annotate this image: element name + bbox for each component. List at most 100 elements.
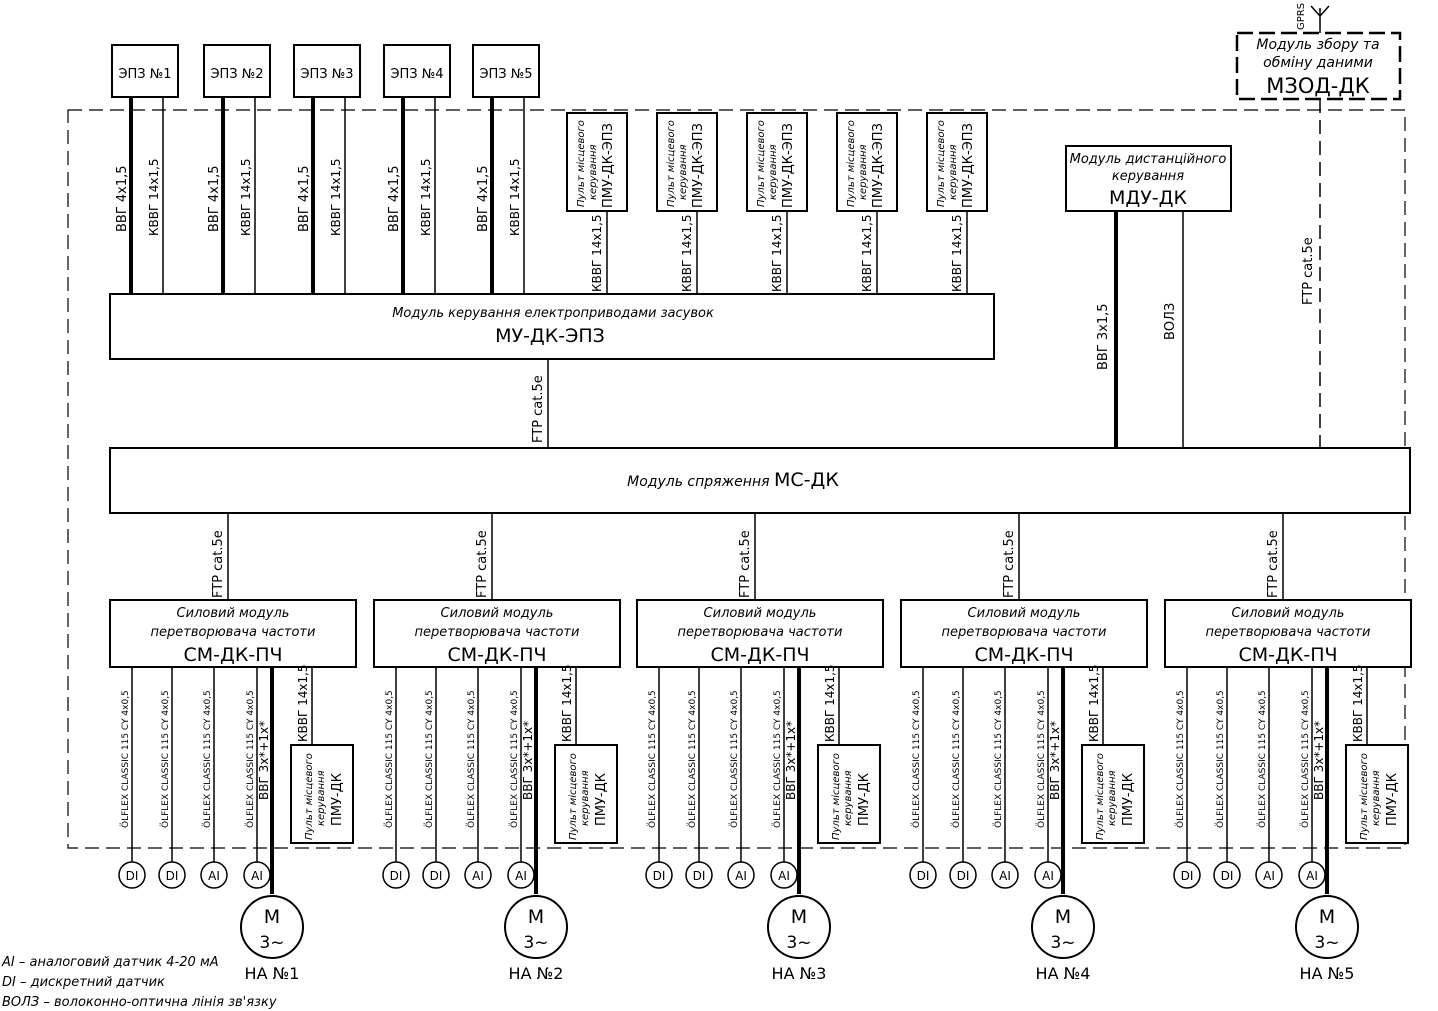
local-panel-epz-line2: керування [768,144,779,200]
sensor-cable-label: ÖLFLEX CLASSIC 115 CY 4х0,5 [424,690,435,828]
local-panel-line2: керування [1371,770,1382,826]
local-panel-cable-label: КВВГ 14х1,5 [1351,664,1365,742]
motor-phase: 3~ [523,933,548,953]
local-panel-code: ПМУ-ДК [1121,773,1136,826]
power-module-title-line2: перетворювача частоти [942,625,1107,640]
sensor-cable-label: ÖLFLEX CLASSIC 115 CY 4х0,5 [1300,690,1311,828]
epz-box [111,44,179,98]
sensor-cable-label: ÖLFLEX CLASSIC 115 CY 4х0,5 [245,690,256,828]
local-panel-epz-line2: керування [948,144,959,200]
gprs-antenna-label: GPRS [1296,3,1307,30]
sensor-circle [1255,861,1283,889]
sensor-circle [991,861,1019,889]
motor-phase: 3~ [786,933,811,953]
sensor-type-label: DI [166,869,179,883]
gprs-module: GPRS Модуль збору та обміну даними МЗОД-… [1235,3,1402,101]
motor-icon [767,895,831,959]
sensor-circle [464,861,492,889]
motor-phase: 3~ [1314,933,1339,953]
local-panel-epz-line1: Пульт місцевого [575,120,587,207]
local-panel-epz-cable-label: КВВГ 14х1,5 [680,214,694,292]
epz-control-cable-label: КВВГ 14х1,5 [329,158,343,236]
ms-title: Модуль спряження МС-ДК [627,469,839,491]
local-panel-box [1081,744,1145,844]
local-panel-epz-line1: Пульт місцевого [665,120,677,207]
local-panel-code: ПМУ-ДК [594,773,609,826]
gprs-ftp-cable-label: FTP cat.5e [1301,237,1316,305]
power-module-title-line2: перетворювача частоти [415,625,580,640]
motor-symbol: M [791,906,807,928]
pump-unit-label: НА №3 [772,964,827,983]
power-module-ftp-label: FTP cat.5e [738,530,753,598]
local-panel-cable-label: КВВГ 14х1,5 [560,664,574,742]
sensor-type-label: AI [1306,869,1318,883]
gprs-module-code: МЗОД-ДК [1266,74,1370,98]
legend-di: DI – дискретний датчик [2,975,165,990]
local-panel-line1: Пульт місцевого [1094,753,1106,840]
gprs-module-title-line1: Модуль збору та [1256,37,1379,53]
local-panel-line2: керування [316,770,327,826]
local-panel-epz-line2: керування [858,144,869,200]
epz-box [203,44,271,98]
local-panel-epz-code: ПМУ-ДК-ЭПЗ [961,123,976,208]
pump-unit-label: НА №4 [1036,964,1091,983]
sensor-type-label: DI [126,869,139,883]
power-module-title-line2: перетворювача частоти [1206,625,1371,640]
motor-symbol: M [264,906,280,928]
local-panel-box [817,744,881,844]
sensor-type-label: AI [251,869,263,883]
power-module-box [373,599,621,668]
motor-icon [504,895,568,959]
legend: AI – аналоговий датчик 4-20 мА DI – диск… [1,955,277,1010]
local-panel-line1: Пульт місцевого [830,753,842,840]
gprs-module-title-line2: обміну даними [1263,55,1373,71]
pump-unit-label: НА №5 [1300,964,1355,983]
motor-cable-label: ВВГ 3х*+1х* [257,721,271,800]
power-module-code: СМ-ДК-ПЧ [974,644,1073,666]
power-module-box [636,599,884,668]
sensor-circle [382,861,410,889]
sensor-type-label: AI [999,869,1011,883]
pump-unit-label: НА №2 [509,964,564,983]
local-panel-code: ПМУ-ДК [857,773,872,826]
sensor-cable-label: ÖLFLEX CLASSIC 115 CY 4х0,5 [993,690,1004,828]
motor-icon [240,895,304,959]
mdu-fiber-cable-label: ВОЛЗ [1163,303,1178,340]
epz-power-cable-label: ВВГ 4х1,5 [387,165,402,232]
system-boundary [67,109,1406,849]
legend-volz: ВОЛЗ – волоконно-оптична лінія зв'язку [2,995,277,1010]
local-panel-line2: керування [580,770,591,826]
sensor-type-label: AI [1042,869,1054,883]
sensor-type-label: AI [208,869,220,883]
sensor-type-label: DI [957,869,970,883]
sensor-type-label: AI [472,869,484,883]
mdu-power-cable-label: ВВГ 3х1,5 [1096,303,1111,370]
local-panel-cable-label: КВВГ 14х1,5 [1087,664,1101,742]
epz-label: ЭПЗ №2 [210,67,263,82]
local-panel-epz-code: ПМУ-ДК-ЭПЗ [691,123,706,208]
power-module-title-line1: Силовий модуль [441,606,554,621]
power-module-title-line1: Силовий модуль [177,606,290,621]
motor-cable-label: ВВГ 3х*+1х* [784,721,798,800]
epz-control-cable-label: КВВГ 14х1,5 [419,158,433,236]
power-module-title-line1: Силовий модуль [704,606,817,621]
sensor-cable-label: ÖLFLEX CLASSIC 115 CY 4х0,5 [729,690,740,828]
power-module-box [1164,599,1412,668]
local-panel-line1: Пульт місцевого [1358,753,1370,840]
local-panel-epz-line1: Пульт місцевого [755,120,767,207]
local-panel-box [290,744,354,844]
sensor-cable-label: ÖLFLEX CLASSIC 115 CY 4х0,5 [951,690,962,828]
mdu-module: Модуль дистанційного керування МДУ-ДК ВВ… [1065,145,1316,370]
epz-control-cable-label: КВВГ 14х1,5 [147,158,161,236]
epz-power-cable-label: ВВГ 4х1,5 [476,165,491,232]
sensor-circle [422,861,450,889]
